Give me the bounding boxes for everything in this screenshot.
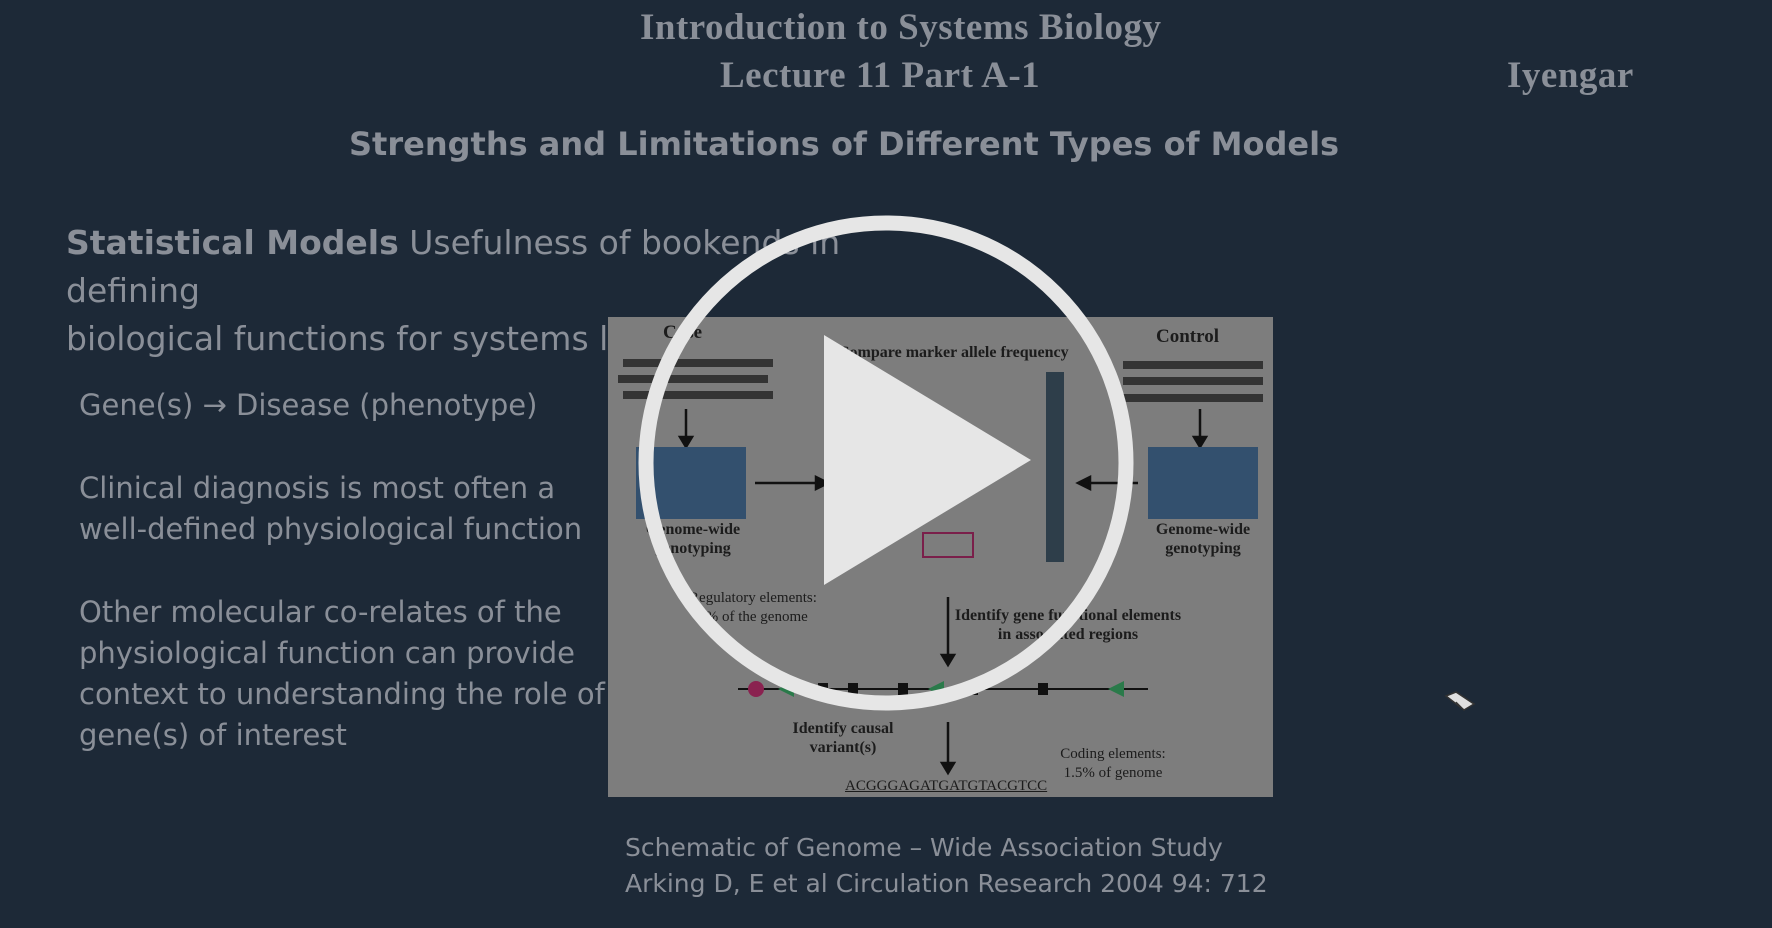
coding-elements-label: Coding elements: 1.5% of genome [1060,746,1166,781]
highlight-frequency-box [922,532,974,558]
figure-caption: Schematic of Genome – Wide Association S… [625,830,1268,902]
bullet-2: Clinical diagnosis is most often a well-… [79,471,583,546]
course-title: Introduction to Systems Biology [640,7,1162,48]
eraser-cursor-icon [1444,690,1476,718]
bullet-1: Gene(s) → Disease (phenotype) [79,388,538,422]
slide-subheading: Strengths and Limitations of Different T… [349,125,1340,163]
control-marker-rows [1123,361,1263,402]
regions-arrows [939,597,957,776]
play-button[interactable] [636,213,1136,713]
regulatory-elements-label: Regulatory elements: 3% of the genome [689,590,817,625]
control-genotype-heatmap [1148,447,1258,519]
genotyping-left-label: Genome-wide genotyping [645,521,741,557]
compare-frequency-label: Compare marker allele frequency [838,344,1069,361]
case-marker-rows [618,359,773,399]
identify-causal-label: Identify causal variant(s) [792,720,894,756]
dna-sequence: ACGGGAGATGATGTACGTCC [845,778,1048,794]
play-button-icon[interactable] [636,213,1136,713]
section-title-bold: Statistical Models [66,223,399,262]
section-title-rest: Usefulness of bookends in defining [66,223,841,310]
genotyping-arrows [677,409,1209,450]
lecture-title: Lecture 11 Part A-1 [720,55,1041,96]
control-label: Control [1156,326,1219,347]
marker-column [1046,372,1064,562]
gwas-schematic-figure: Case Control Compare marker allele frequ… [608,317,1273,797]
bullet-3: Other molecular co-relates of the physio… [79,595,605,752]
caption-line-2: Arking D, E et al Circulation Research 2… [625,869,1268,898]
caption-line-1: Schematic of Genome – Wide Association S… [625,833,1223,862]
genotyping-right-label: Genome-wide genotyping [1155,521,1251,557]
author-name: Iyengar [1507,55,1634,96]
